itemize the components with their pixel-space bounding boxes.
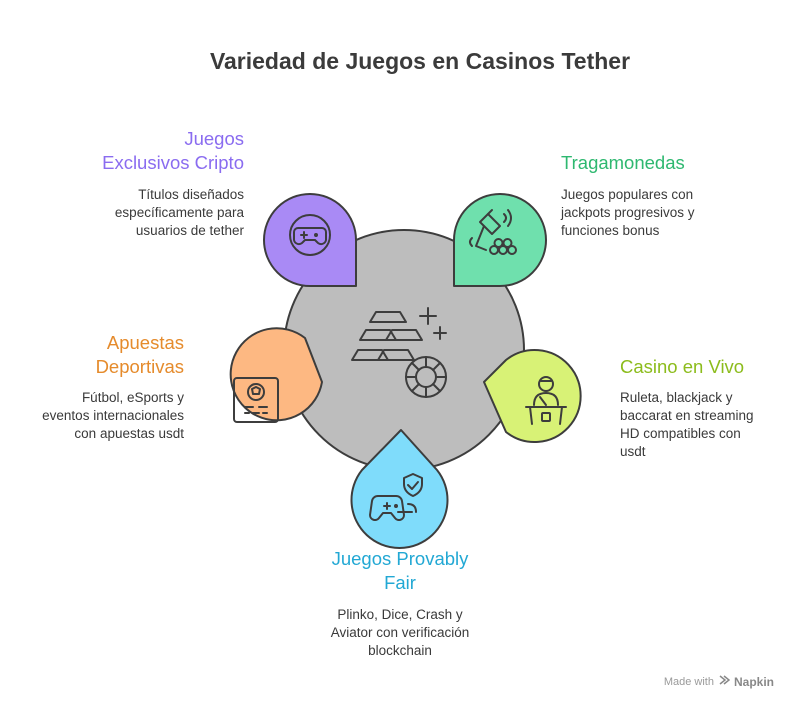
slot-machine-icon xyxy=(469,209,517,255)
apuestas-desc-line1: Fútbol, eSports y xyxy=(81,390,184,405)
tragamonedas-heading-line1: Tragamonedas xyxy=(561,152,685,173)
diagram-title: Variedad de Juegos en Casinos Tether xyxy=(209,48,631,74)
apuestas-heading-line1: Apuestas xyxy=(106,332,184,353)
apuestas-desc-line2: eventos internacionales xyxy=(42,408,184,423)
tragamonedas-desc-line2: jackpots progresivos y xyxy=(561,205,695,220)
provably-heading-line1: Juegos Provably xyxy=(331,548,469,569)
provably-description: Plinko, Dice, Crash y Aviator con verifi… xyxy=(290,606,510,660)
vivo-heading: Casino en Vivo xyxy=(620,355,790,379)
gamepad-icon xyxy=(289,214,331,256)
provably-desc-line3: blockchain xyxy=(368,643,432,658)
vivo-desc-line3: HD compatibles con xyxy=(620,426,741,441)
apuestas-description: Fútbol, eSports y eventos internacionale… xyxy=(14,389,184,443)
tragamonedas-desc-line3: funciones bonus xyxy=(561,223,660,238)
provably-desc-line2: Aviator con verificación xyxy=(330,625,470,640)
pin-apuestas xyxy=(229,327,323,422)
made-with-label: Made with xyxy=(663,675,714,688)
provably-heading-line2: Fair xyxy=(384,572,416,593)
exclusivos-desc-line3: usuarios de tether xyxy=(135,223,244,238)
napkin-logo-icon xyxy=(718,674,731,689)
verified-gamepad-icon xyxy=(369,473,423,521)
apuestas-heading-line2: Deportivas xyxy=(95,356,184,377)
vivo-description: Ruleta, blackjack y baccarat en streamin… xyxy=(620,389,790,461)
tragamonedas-description: Juegos populares con jackpots progresivo… xyxy=(561,186,781,240)
napkin-brand: Napkin xyxy=(733,674,774,689)
gold-bars-and-chip-icon xyxy=(351,307,447,398)
provably-desc-line1: Plinko, Dice, Crash y xyxy=(337,607,463,622)
exclusivos-heading-line1: Juegos xyxy=(184,128,244,149)
dealer-icon xyxy=(525,376,567,425)
vivo-desc-line1: Ruleta, blackjack y xyxy=(620,390,733,405)
provably-heading: Juegos Provably Fair xyxy=(300,547,500,595)
tragamonedas-heading: Tragamonedas xyxy=(561,151,781,175)
tragamonedas-desc-line1: Juegos populares con xyxy=(561,187,694,202)
sports-ticket-icon xyxy=(233,377,279,423)
vivo-desc-line2: baccarat en streaming xyxy=(620,408,754,423)
exclusivos-desc-line1: Títulos diseñados xyxy=(138,187,244,202)
exclusivos-desc-line2: específicamente para xyxy=(114,205,244,220)
exclusivos-heading-line2: Exclusivos Cripto xyxy=(102,152,244,173)
vivo-heading-line1: Casino en Vivo xyxy=(620,356,745,377)
vivo-desc-line4: usdt xyxy=(620,444,646,459)
pin-vivo xyxy=(483,349,582,443)
apuestas-heading: Apuestas Deportivas xyxy=(14,331,184,379)
made-with-badge[interactable]: Made with Napkin xyxy=(664,674,774,689)
exclusivos-heading: Juegos Exclusivos Cripto xyxy=(54,127,244,175)
pin-provably xyxy=(350,429,449,549)
exclusivos-description: Títulos diseñados específicamente para u… xyxy=(54,186,244,240)
apuestas-desc-line3: con apuestas usdt xyxy=(74,426,184,441)
